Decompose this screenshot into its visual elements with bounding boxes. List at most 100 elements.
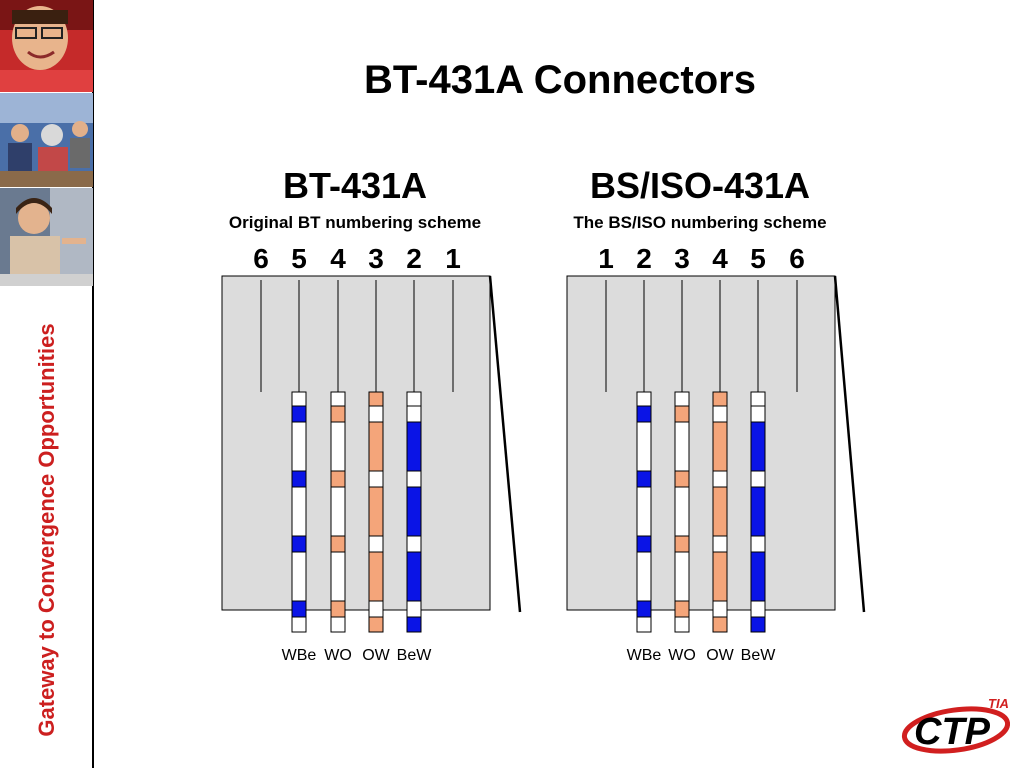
connector-0-wire-label-WO: WO <box>324 647 352 664</box>
page-title: BT-431A Connectors <box>364 58 756 102</box>
connector-1-pin-number-6: 6 <box>789 243 805 274</box>
connector-1-wire-OW-segment-1 <box>712 405 728 423</box>
connector-1-wire-BeW-segment-0 <box>750 391 766 407</box>
connector-1-wire-OW-segment-4 <box>712 486 728 537</box>
connector-0-wire-WBe-segment-7 <box>291 600 307 618</box>
connector-1-pin-number-3: 3 <box>674 243 690 274</box>
connector-0-wire-WBe-segment-2 <box>291 421 307 472</box>
ctp-logo: TIA CTP <box>901 696 1010 754</box>
connector-0-subtitle: Original BT numbering scheme <box>229 213 481 232</box>
connector-0-wire-WO-segment-6 <box>330 551 346 602</box>
connector-0-wire-BeW-segment-5 <box>406 535 422 553</box>
connector-1-wire-label-BeW: BeW <box>741 647 777 664</box>
connector-1-wire-BeW-segment-1 <box>750 405 766 423</box>
connector-0-pin-number-2: 2 <box>406 243 422 274</box>
connector-0-wire-OW-segment-4 <box>368 486 384 537</box>
connector-1-wire-BeW-segment-8 <box>750 616 766 633</box>
connector-1-wire-WBe-segment-4 <box>636 486 652 537</box>
connector-1-pin-number-1: 1 <box>598 243 614 274</box>
connector-1-wire-WO-segment-1 <box>674 405 690 423</box>
connector-0-pin-number-6: 6 <box>253 243 269 274</box>
connector-0-wire-WO-segment-8 <box>330 616 346 633</box>
connector-1-panel <box>566 275 836 611</box>
connector-0-wire-WO-segment-5 <box>330 535 346 553</box>
connector-0-wire-label-BeW: BeW <box>397 647 433 664</box>
connector-0-wire-OW-segment-6 <box>368 551 384 602</box>
connector-0-wire-WO-segment-2 <box>330 421 346 472</box>
connector-0-wire-WBe-segment-8 <box>291 616 307 633</box>
connector-1-wire-WO-segment-6 <box>674 551 690 602</box>
connector-0-wire-BeW-segment-7 <box>406 600 422 618</box>
connector-1-wire-WO-segment-8 <box>674 616 690 633</box>
connector-1-wire-WBe-segment-6 <box>636 551 652 602</box>
connector-0-pin-number-4: 4 <box>330 243 346 274</box>
connector-1-wire-WO-segment-3 <box>674 470 690 488</box>
connector-1-wire-WBe-segment-5 <box>636 535 652 553</box>
logo-text: CTP <box>914 711 991 753</box>
connector-0-wire-BeW-segment-8 <box>406 616 422 633</box>
connector-1-wire-WBe-segment-2 <box>636 421 652 472</box>
connector-1-pin-number-2: 2 <box>636 243 652 274</box>
connector-0-wire-BeW-segment-0 <box>406 391 422 407</box>
connector-1-wire-OW-segment-6 <box>712 551 728 602</box>
connector-1-pin-number-5: 5 <box>750 243 766 274</box>
connector-1-wire-OW-segment-0 <box>712 391 728 407</box>
connector-0-edge-line <box>488 275 522 613</box>
connector-1-wire-WO-segment-0 <box>674 391 690 407</box>
connector-1-wire-label-WBe: WBe <box>627 647 662 664</box>
photo-man-glasses <box>0 0 93 92</box>
connector-0-pin-number-5: 5 <box>291 243 307 274</box>
connector-0-wire-BeW-segment-4 <box>406 486 422 537</box>
connector-1-wire-WBe-segment-1 <box>636 405 652 423</box>
connector-1-wire-OW-segment-8 <box>712 616 728 633</box>
connector-1-wire-label-WO: WO <box>668 647 696 664</box>
connector-0-wire-WBe-segment-0 <box>291 391 307 407</box>
connector-1-subtitle: The BS/ISO numbering scheme <box>573 213 826 232</box>
connector-0-wire-OW-segment-3 <box>368 470 384 488</box>
connector-1-wire-WO-segment-2 <box>674 421 690 472</box>
connector-0-wire-WBe-segment-6 <box>291 551 307 602</box>
connector-0-wire-OW-segment-2 <box>368 421 384 472</box>
connector-1-edge-line <box>833 275 866 613</box>
connector-1-wire-OW-segment-5 <box>712 535 728 553</box>
connector-1-wire-WO-segment-7 <box>674 600 690 618</box>
photo-classroom <box>0 93 93 187</box>
connector-0-wire-WO-segment-1 <box>330 405 346 423</box>
connector-1-wire-BeW-segment-6 <box>750 551 766 602</box>
connector-1-wire-label-OW: OW <box>706 647 734 664</box>
connector-1-wire-OW-segment-3 <box>712 470 728 488</box>
connector-1-wire-WBe-segment-3 <box>636 470 652 488</box>
connector-0-wire-WO-segment-4 <box>330 486 346 537</box>
connector-1-pin-number-4: 4 <box>712 243 728 274</box>
logo-superscript: TIA <box>988 696 1009 711</box>
connector-0-wire-WBe-segment-5 <box>291 535 307 553</box>
connector-0-wire-OW-segment-1 <box>368 405 384 423</box>
connector-1-wire-WO-segment-4 <box>674 486 690 537</box>
connector-0-title: BT-431A <box>283 165 427 206</box>
connector-0-wire-OW-segment-8 <box>368 616 384 633</box>
connector-0-pin-number-1: 1 <box>445 243 461 274</box>
connector-0-pin-number-3: 3 <box>368 243 384 274</box>
connector-0-wire-OW-segment-0 <box>368 391 384 407</box>
connector-0-wire-label-WBe: WBe <box>282 647 317 664</box>
connector-0-wire-BeW-segment-6 <box>406 551 422 602</box>
connector-0-wire-WO-segment-7 <box>330 600 346 618</box>
connector-1-wire-BeW-segment-3 <box>750 470 766 488</box>
connector-0-wire-BeW-segment-1 <box>406 405 422 423</box>
connector-1-title: BS/ISO-431A <box>590 165 810 206</box>
connector-1-wire-WBe-segment-0 <box>636 391 652 407</box>
connector-1-wire-WO-segment-5 <box>674 535 690 553</box>
connector-0-wire-WBe-segment-4 <box>291 486 307 537</box>
connector-0-wire-OW-segment-5 <box>368 535 384 553</box>
connector-0-panel <box>221 275 491 611</box>
connector-1-wire-OW-segment-2 <box>712 421 728 472</box>
connector-0-wire-BeW-segment-2 <box>406 421 422 472</box>
connector-0-wire-WO-segment-0 <box>330 391 346 407</box>
connector-0-wire-label-OW: OW <box>362 647 390 664</box>
connector-1-wire-OW-segment-7 <box>712 600 728 618</box>
connector-1-wire-WBe-segment-7 <box>636 600 652 618</box>
sidebar: Gateway to Convergence Opportunities <box>0 0 94 768</box>
connector-0-wire-BeW-segment-3 <box>406 470 422 488</box>
photo-woman-presenting <box>0 188 93 286</box>
